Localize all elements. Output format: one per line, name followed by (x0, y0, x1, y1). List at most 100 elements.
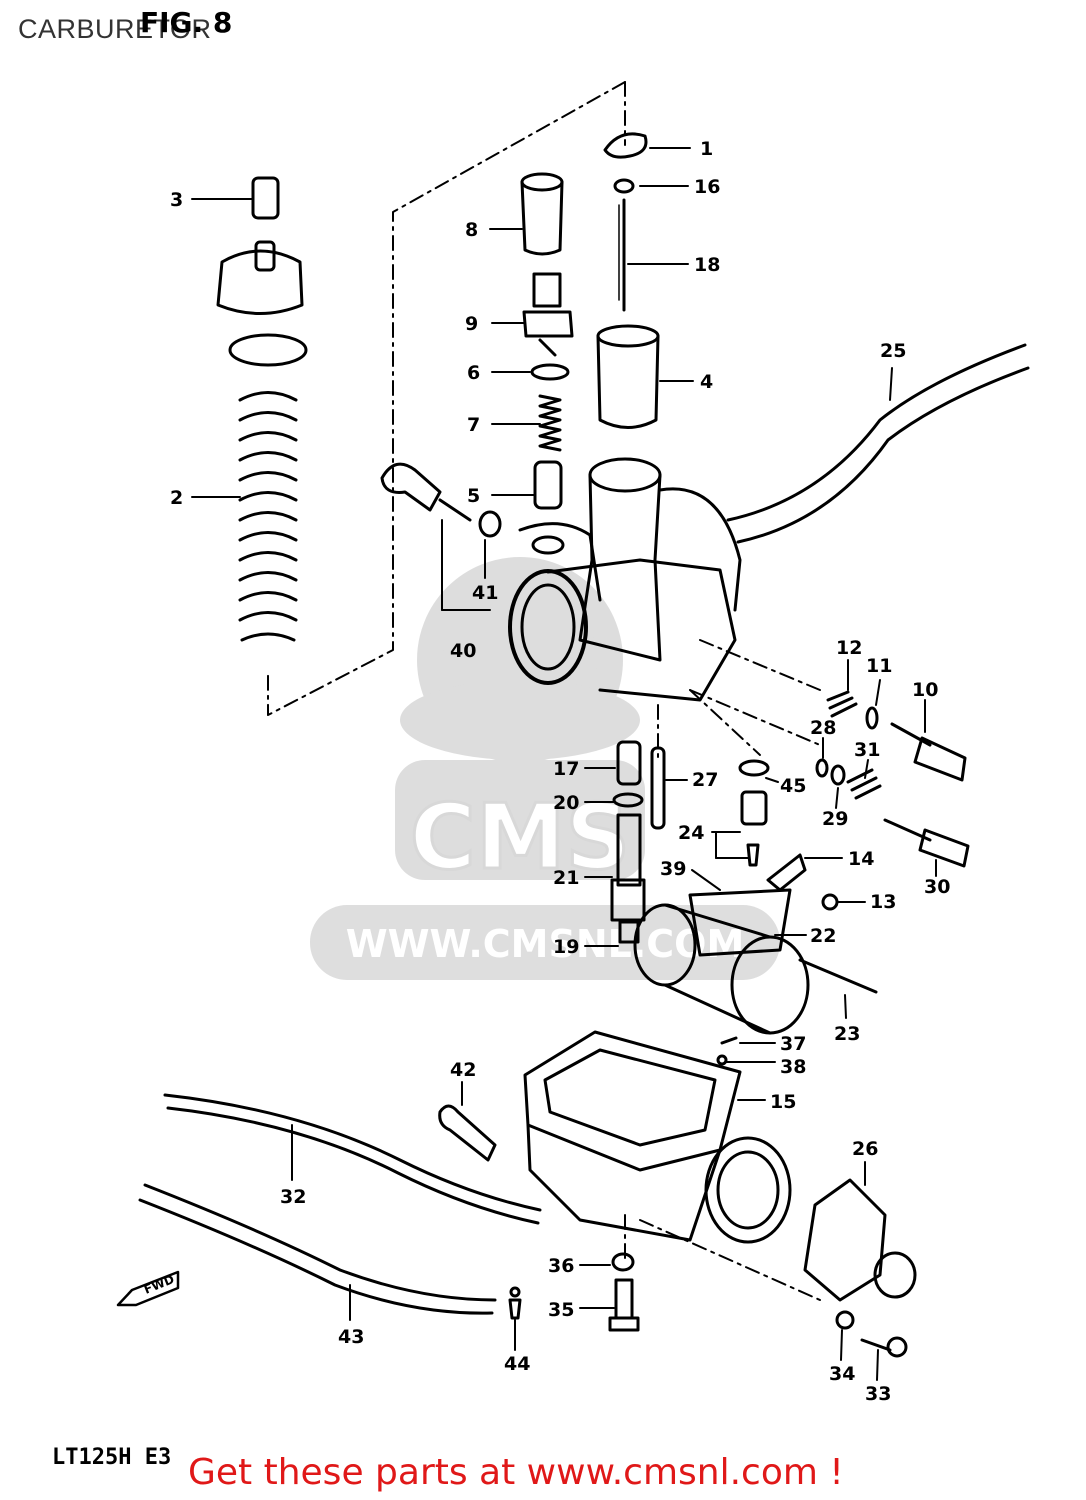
callout-20: 20 (553, 792, 579, 814)
part-overflow-tube (163, 1093, 542, 1225)
callout-43: 43 (338, 1326, 364, 1348)
callout-2: 2 (170, 487, 183, 509)
part-main-jet-stack (610, 740, 646, 944)
part-washer (613, 178, 635, 194)
callout-numbers: 1 16 18 4 8 9 6 7 5 3 2 25 41 40 12 11 1… (170, 138, 950, 1405)
part-screw-ring (865, 706, 879, 730)
callout-22: 22 (810, 925, 836, 947)
callout-34: 34 (829, 1363, 855, 1385)
assembly-lines (267, 81, 821, 1301)
callout-4: 4 (700, 371, 713, 393)
callout-12: 12 (836, 637, 862, 659)
part-screw-spring (826, 690, 858, 718)
callout-21: 21 (553, 867, 579, 889)
part-idle-screw (438, 1104, 497, 1162)
part-plunger-nut (522, 272, 574, 357)
part-plunger-spring (538, 394, 562, 452)
callout-24: 24 (678, 822, 704, 844)
leader-lines (191, 147, 937, 1381)
part-pilot-screw (890, 722, 967, 782)
callout-40: 40 (450, 640, 476, 662)
part-small-ring (815, 758, 829, 778)
callout-23: 23 (834, 1023, 860, 1045)
part-clip (603, 132, 648, 159)
callout-38: 38 (780, 1056, 806, 1078)
parts-link[interactable]: Get these parts at www.cmsnl.com ! (188, 1452, 844, 1493)
callout-41: 41 (472, 582, 498, 604)
part-needle-jet (650, 746, 666, 830)
callout-5: 5 (467, 485, 480, 507)
callout-8: 8 (465, 219, 478, 241)
callout-31: 31 (854, 739, 880, 761)
part-o-ring (530, 363, 570, 381)
callout-3: 3 (170, 189, 183, 211)
callout-11: 11 (866, 655, 892, 677)
part-float (633, 888, 810, 1035)
callout-15: 15 (770, 1091, 796, 1113)
callout-13: 13 (870, 891, 896, 913)
part-clip-small (720, 1036, 738, 1045)
callout-30: 30 (924, 876, 950, 898)
part-drain-plug (716, 1054, 728, 1066)
callout-39: 39 (660, 858, 686, 880)
part-carburetor-body (508, 457, 742, 702)
forward-direction-arrow (116, 1270, 180, 1307)
callout-35: 35 (548, 1299, 574, 1321)
part-cover-screw (860, 1336, 908, 1358)
part-chamber-cover (803, 1178, 917, 1302)
callout-1: 1 (700, 138, 713, 160)
part-drain-screw (608, 1278, 640, 1332)
callout-45: 45 (780, 775, 806, 797)
part-drain-washer (611, 1252, 635, 1272)
page-title: CARBURETOR (18, 14, 212, 44)
callout-25: 25 (880, 340, 906, 362)
callout-16: 16 (694, 176, 720, 198)
part-main-spring (238, 391, 298, 642)
part-throttle-valve (596, 324, 660, 429)
callout-26: 26 (852, 1138, 878, 1160)
part-air-screw-ring (478, 510, 502, 538)
callout-9: 9 (465, 313, 478, 335)
part-float-chamber (523, 1030, 792, 1244)
figure-label: FIG. 8 (140, 6, 233, 39)
callout-37: 37 (780, 1033, 806, 1055)
callout-27: 27 (692, 769, 718, 791)
part-throttle-stop-spring (846, 768, 882, 800)
part-plate-screw (821, 893, 839, 911)
part-cap (520, 172, 564, 256)
part-float-pin (798, 958, 878, 994)
part-cover-washer (835, 1310, 855, 1330)
callout-17: 17 (553, 758, 579, 780)
callout-19: 19 (553, 936, 579, 958)
part-throttle-stop-screw (883, 818, 970, 868)
model-code: LT125H E3 (52, 1445, 172, 1470)
part-tube-clamp (508, 1286, 522, 1320)
callout-10: 10 (912, 679, 938, 701)
callout-44: 44 (504, 1353, 530, 1375)
callout-29: 29 (822, 808, 848, 830)
part-throttle-stop-ring (830, 764, 846, 786)
callout-36: 36 (548, 1255, 574, 1277)
part-top-washer (228, 333, 308, 367)
callout-42: 42 (450, 1059, 476, 1081)
part-vent-tube (726, 343, 1030, 544)
part-plunger (533, 460, 563, 510)
callout-7: 7 (467, 414, 480, 436)
forward-label: FWD (142, 1272, 176, 1297)
part-float-plate (766, 853, 807, 892)
part-float-valve-washer (738, 759, 770, 777)
part-float-valve (740, 790, 768, 867)
part-air-screw (380, 462, 472, 522)
callout-33: 33 (865, 1383, 891, 1405)
watermark-url: WWW.CMSNL.COM (346, 922, 745, 966)
callout-6: 6 (467, 362, 480, 384)
callout-14: 14 (848, 848, 874, 870)
part-jet-needle (618, 198, 626, 312)
part-top-cover (216, 240, 304, 315)
watermark-logo (310, 557, 780, 980)
part-top-cap (251, 176, 280, 220)
callout-32: 32 (280, 1186, 306, 1208)
callout-18: 18 (694, 254, 720, 276)
